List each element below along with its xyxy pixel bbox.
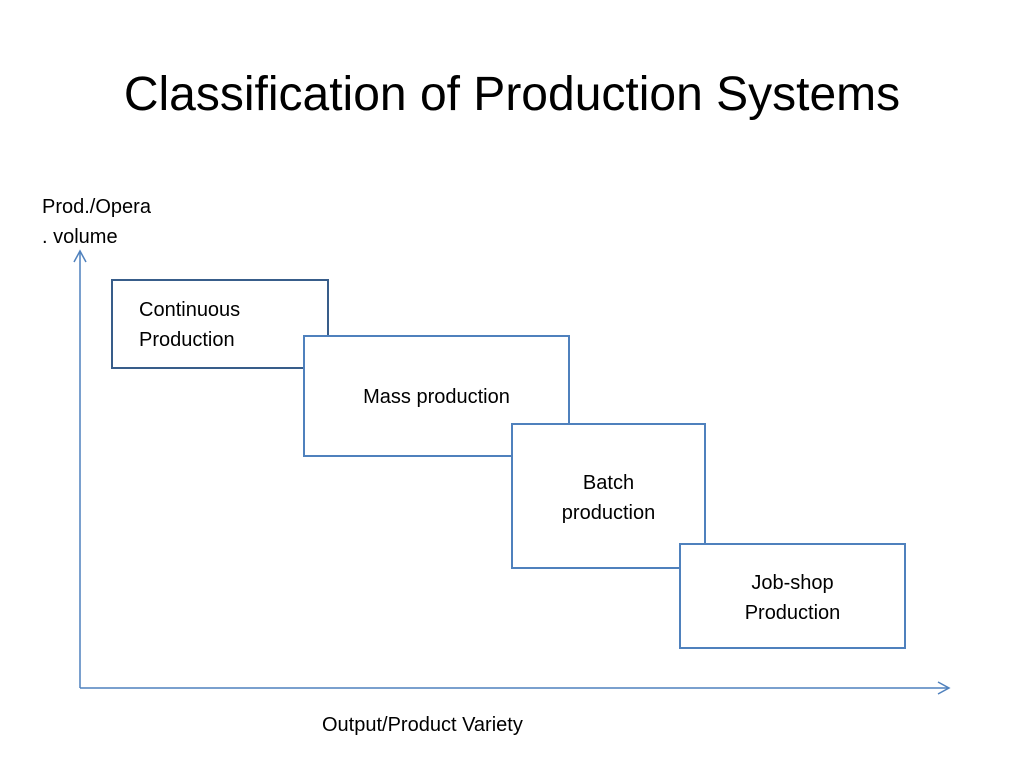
- jobshop-production-line2: Production: [744, 602, 841, 624]
- y-axis-label: Prod./Opera . volume: [42, 192, 151, 252]
- jobshop-production-line1: Job-shop: [751, 572, 834, 594]
- y-axis-label-line1: Prod./Opera: [42, 196, 151, 218]
- continuous-production-line1: Continuous: [139, 299, 241, 321]
- continuous-production-box: Continuous Production: [111, 279, 329, 369]
- x-axis-label: Output/Product Variety: [322, 714, 523, 736]
- x-axis-arrowhead: [937, 681, 951, 695]
- batch-production-box: Batch production: [511, 423, 706, 569]
- batch-production-line2: production: [561, 502, 656, 524]
- jobshop-production-box: Job-shop Production: [679, 543, 906, 649]
- y-axis-label-line2: . volume: [42, 226, 118, 248]
- mass-production-label: Mass production: [363, 386, 510, 408]
- y-axis-arrowhead: [73, 249, 87, 263]
- continuous-production-line2: Production: [139, 329, 235, 351]
- batch-production-line1: Batch: [582, 472, 635, 494]
- slide-title: Classification of Production Systems: [123, 68, 901, 121]
